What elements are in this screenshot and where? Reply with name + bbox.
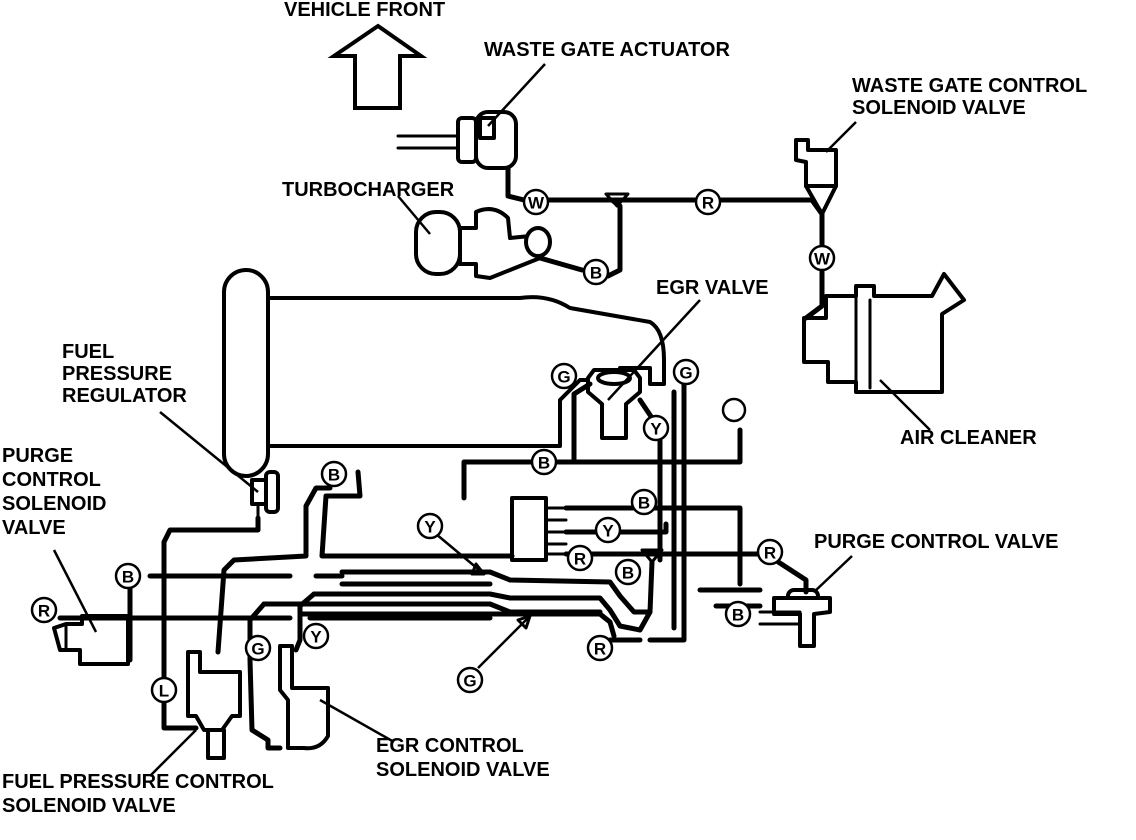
vehicle-front-label: VEHICLE FRONT <box>284 0 445 21</box>
purge-control-solenoid-label-line1: PURGE <box>2 445 73 467</box>
color-code-y1: Y <box>642 414 670 442</box>
fuel-pressure-control-label-line2: SOLENOID VALVE <box>2 795 176 817</box>
waste-gate-actuator-label: WASTE GATE ACTUATOR <box>484 39 730 61</box>
fuel-pressure-control-leader <box>149 729 197 777</box>
waste-gate-control-label-line1: WASTE GATE CONTROL <box>852 75 1087 97</box>
purge-control-solenoid-label-line3: SOLENOID <box>2 493 106 515</box>
color-code-b5: B <box>114 562 142 590</box>
egr-valve <box>586 368 642 440</box>
turbocharger <box>414 207 552 280</box>
color-code-r3: R <box>756 538 784 566</box>
purge-control-solenoid-label-line2: CONTROL <box>2 469 101 491</box>
turbocharger-leader <box>397 195 431 235</box>
color-code-r4: R <box>30 596 58 624</box>
air-cleaner <box>802 272 966 394</box>
fuel-pressure-control-label-line1: FUEL PRESSURE CONTROL <box>2 771 274 793</box>
fuel-pressure-regulator-label-line2: PRESSURE <box>62 363 172 385</box>
svg-text:R: R <box>574 550 586 569</box>
fuel-pressure-regulator-label-line3: REGULATOR <box>62 385 187 407</box>
color-code-w2: W <box>808 244 836 272</box>
svg-text:G: G <box>251 640 264 659</box>
svg-text:R: R <box>594 640 606 659</box>
color-code-r5: R <box>586 634 614 662</box>
svg-text:R: R <box>38 602 50 621</box>
svg-text:B: B <box>732 606 744 625</box>
svg-text:B: B <box>122 568 134 587</box>
svg-text:Y: Y <box>424 518 436 537</box>
color-code-b2: B <box>530 448 558 476</box>
svg-text:G: G <box>679 364 692 383</box>
color-code-b1: B <box>582 258 610 286</box>
color-code-r2: R <box>566 544 594 572</box>
waste-gate-actuator <box>396 110 518 170</box>
egr-control-solenoid-label-line2: SOLENOID VALVE <box>376 759 550 781</box>
intake-plenum <box>222 268 666 478</box>
egr-control-solenoid-leader <box>319 698 395 744</box>
egr-valve-leader <box>607 299 701 401</box>
color-code-g2: G <box>672 358 700 386</box>
air-cleaner-label: AIR CLEANER <box>900 427 1037 449</box>
waste-gate-actuator-leader <box>487 63 546 127</box>
turbocharger-label: TURBOCHARGER <box>282 179 455 201</box>
egr-control-solenoid-label-line1: EGR CONTROL <box>376 735 524 757</box>
svg-text:R: R <box>702 194 714 213</box>
svg-text:B: B <box>328 466 340 485</box>
air-cleaner-leader <box>879 379 931 431</box>
vacuum-block <box>510 496 568 562</box>
svg-text:G: G <box>463 672 476 691</box>
color-code-b4: B <box>630 488 658 516</box>
color-code-y2: Y <box>416 512 444 540</box>
purge-control-valve-leader <box>813 555 853 593</box>
g-arrowhead <box>516 614 532 630</box>
purge-control-solenoid-label-line4: VALVE <box>2 517 66 539</box>
color-code-l1: L <box>150 676 178 704</box>
color-code-b7: B <box>724 600 752 628</box>
svg-text:W: W <box>528 194 545 213</box>
svg-text:Y: Y <box>310 628 322 647</box>
fuel-pressure-control-solenoid-valve <box>186 650 242 760</box>
svg-text:Y: Y <box>650 420 662 439</box>
color-code-b6: B <box>614 558 642 586</box>
waste-gate-control-leader <box>825 121 857 153</box>
purge-control-valve <box>758 588 832 648</box>
svg-text:R: R <box>764 544 776 563</box>
color-code-g4: G <box>456 666 484 694</box>
purge-control-valve-label: PURGE CONTROL VALVE <box>814 531 1058 553</box>
fuel-pressure-regulator-label-line1: FUEL <box>62 341 114 363</box>
svg-text:W: W <box>814 250 831 269</box>
color-code-y4: Y <box>302 622 330 650</box>
fuel-pressure-regulator-leader <box>159 411 259 493</box>
svg-text:Y: Y <box>602 522 614 541</box>
vacuum-hoses <box>57 165 825 751</box>
svg-text:L: L <box>159 682 169 701</box>
color-code-y3: Y <box>594 516 622 544</box>
svg-text:G: G <box>557 368 570 387</box>
svg-text:B: B <box>538 454 550 473</box>
egr-valve-label: EGR VALVE <box>656 277 769 299</box>
egr-control-solenoid-valve <box>278 644 330 751</box>
color-code-w1: W <box>522 188 550 216</box>
vehicle-front-arrow <box>327 23 428 110</box>
color-code-r1: R <box>694 188 722 216</box>
fuel-pressure-regulator <box>250 470 280 522</box>
waste-gate-control-label-line2: SOLENOID VALVE <box>852 97 1026 119</box>
svg-text:B: B <box>638 494 650 513</box>
svg-text:B: B <box>590 264 602 283</box>
color-code-g1: G <box>550 362 578 390</box>
color-code-g3: G <box>244 634 272 662</box>
y-arrowhead <box>470 562 486 576</box>
color-code-b3: B <box>320 460 348 488</box>
svg-text:B: B <box>622 564 634 583</box>
